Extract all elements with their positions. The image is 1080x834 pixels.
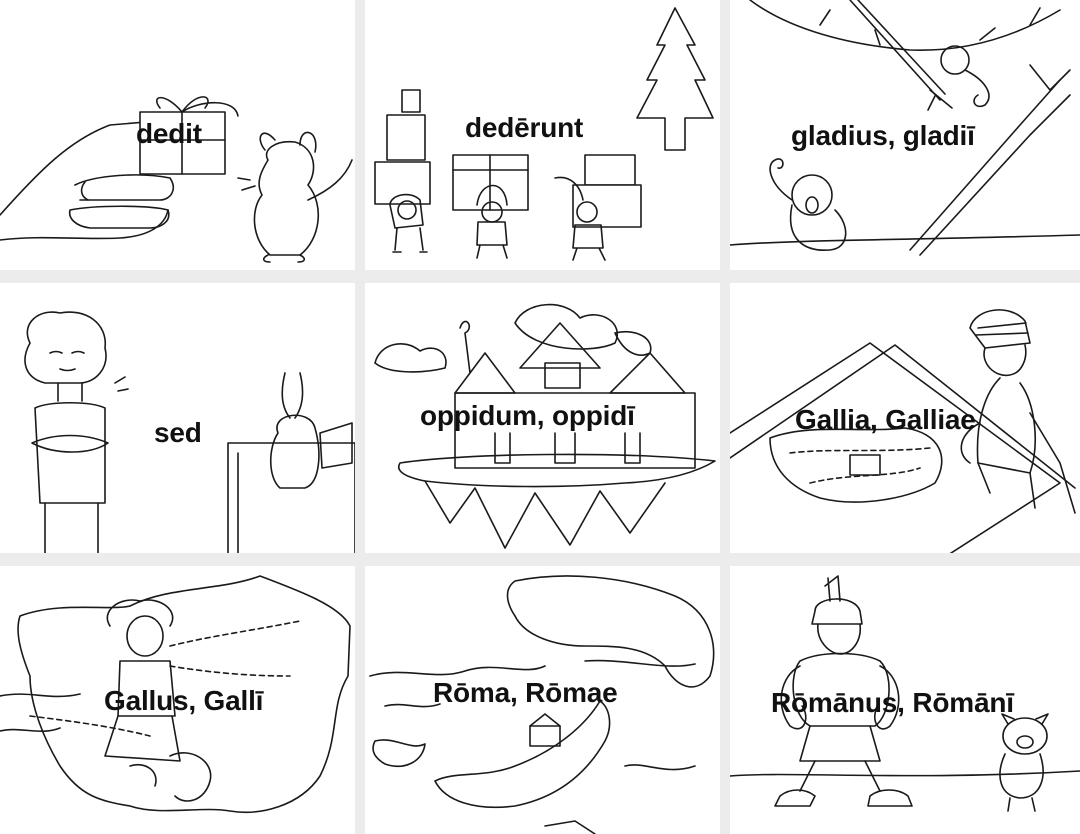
vocab-card-dedit: dedit — [0, 0, 355, 270]
card-word: Rōmānus, Rōmānī — [771, 687, 1014, 718]
vocab-card-romanus: Rōmānus, Rōmānī — [730, 566, 1080, 834]
person-and-rabbit-illustration — [24, 311, 355, 553]
card-word: Gallia, Galliae — [795, 404, 976, 435]
vocab-card-sed: sed — [0, 283, 355, 553]
gaul-on-map-illustration — [0, 575, 351, 814]
monkeys-and-sword-illustration — [730, 0, 1080, 256]
italy-map-with-rome-illustration — [369, 575, 715, 834]
vocab-card-roma: Rōma, Rōmae — [365, 566, 720, 834]
vocab-card-gallia: Gallia, Galliae — [730, 283, 1080, 553]
roman-and-pig-illustration — [730, 575, 1080, 812]
vocab-card-dederunt: dedērunt — [365, 0, 720, 270]
floating-town-illustration — [374, 303, 716, 549]
roman-soldier-with-map-illustration — [730, 309, 1076, 553]
vocab-card-gallus: Gallus, Gallī — [0, 566, 355, 834]
card-word: gladius, gladiī — [791, 120, 975, 151]
vocab-card-oppidum: oppidum, oppidī — [365, 283, 720, 553]
hand-giving-gift-illustration — [0, 96, 353, 263]
vocab-card-gladius: gladius, gladiī — [730, 0, 1080, 270]
elves-carrying-gifts-illustration — [374, 7, 714, 261]
card-word: oppidum, oppidī — [420, 400, 635, 431]
card-word: Gallus, Gallī — [104, 685, 264, 716]
card-word: dedērunt — [465, 112, 584, 143]
card-word: sed — [154, 417, 202, 448]
card-word: Rōma, Rōmae — [433, 677, 618, 708]
card-word: dedit — [136, 118, 202, 149]
